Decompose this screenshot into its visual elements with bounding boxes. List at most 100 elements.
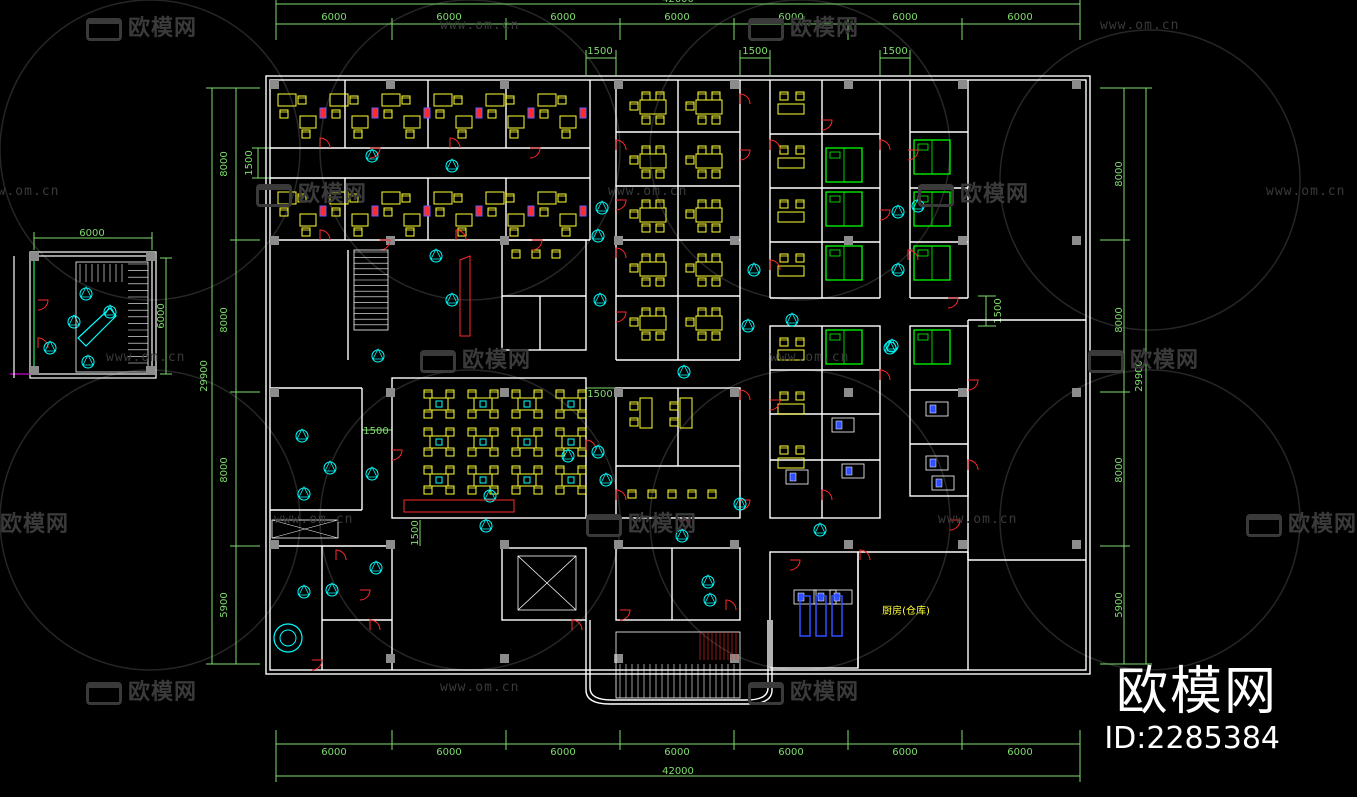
dimension-lines	[33, 0, 1152, 782]
chair	[467, 485, 477, 495]
dim-top-bay-3: 6000	[550, 12, 575, 23]
watermark-url: www.om.cn	[274, 512, 354, 527]
elevation-marker	[429, 249, 443, 263]
door-swing	[821, 489, 833, 501]
chair	[435, 207, 445, 217]
chair	[697, 307, 707, 317]
door-swing	[529, 147, 541, 159]
pillow	[829, 249, 841, 257]
elevation-marker	[365, 467, 379, 481]
watermark-url: www.om.cn	[608, 184, 688, 199]
chair	[511, 427, 521, 437]
door-swing	[391, 449, 403, 461]
chair	[551, 249, 561, 259]
desk	[695, 153, 723, 169]
door-swing	[615, 489, 627, 501]
chair	[331, 109, 341, 119]
fixture-basin	[817, 592, 825, 602]
door-swing	[739, 149, 751, 161]
partition	[799, 595, 811, 637]
partition	[831, 595, 843, 637]
chair	[401, 95, 411, 105]
dim-corridor-1: 1500	[587, 46, 612, 57]
desk	[507, 213, 525, 227]
door-swing	[585, 439, 597, 451]
chair	[641, 91, 651, 101]
elevation-marker-arrow	[814, 522, 826, 534]
fixture-basin	[929, 404, 937, 414]
elevation-marker	[297, 585, 311, 599]
watermark-logo: 欧模网	[1246, 506, 1357, 538]
walls	[265, 75, 1091, 705]
watermark-url: www.om.cn	[938, 512, 1018, 527]
elevation-marker-arrow	[734, 496, 746, 508]
elevation-marker	[599, 473, 613, 487]
chair	[779, 391, 789, 401]
desk	[381, 191, 401, 205]
elevation-marker-arrow	[786, 312, 798, 324]
elevation-marker	[733, 497, 747, 511]
chair	[511, 447, 521, 457]
chair	[457, 129, 467, 139]
desk	[639, 397, 653, 429]
chair	[577, 465, 587, 475]
chair	[655, 145, 665, 155]
chair	[405, 129, 415, 139]
table-center	[567, 400, 575, 408]
dim-right-span-2: 8000	[1114, 307, 1125, 332]
chair	[629, 101, 639, 111]
desk	[485, 93, 505, 107]
chair	[453, 193, 463, 203]
elevation-marker	[885, 339, 899, 353]
table-center	[435, 400, 443, 408]
desk	[329, 93, 349, 107]
desk	[777, 211, 805, 223]
chair	[697, 331, 707, 341]
door-swing	[615, 247, 627, 259]
annex-room	[10, 251, 157, 379]
chair	[697, 253, 707, 263]
chair	[353, 227, 363, 237]
desk	[351, 213, 369, 227]
dim-left-span-2: 8000	[219, 307, 230, 332]
chair	[711, 277, 721, 287]
desk	[403, 213, 421, 227]
door-swing	[619, 609, 631, 621]
chair	[655, 223, 665, 233]
table-center	[523, 400, 531, 408]
elevation-marker	[483, 489, 497, 503]
chair	[467, 447, 477, 457]
chair	[467, 465, 477, 475]
dim-left-span-4: 5900	[219, 592, 230, 617]
chair	[655, 91, 665, 101]
brand-id: ID:2285384	[1104, 721, 1280, 756]
chair	[795, 391, 805, 401]
elevation-marker-arrow	[678, 364, 690, 376]
chair	[577, 447, 587, 457]
chair	[467, 427, 477, 437]
chair	[423, 447, 433, 457]
dimension-text-vertical: 8000 8000 8000 5900 1500 29900 8000 8000…	[156, 150, 1145, 617]
elevation-marker	[677, 365, 691, 379]
chair	[533, 485, 543, 495]
chair	[423, 389, 433, 399]
elevation-marker	[369, 561, 383, 575]
fixture-basin	[935, 478, 943, 488]
fixture-basin	[845, 466, 853, 476]
elevation-marker-arrow	[594, 292, 606, 304]
desk	[777, 265, 805, 277]
desk	[777, 103, 805, 115]
elevation-marker-arrow	[366, 466, 378, 478]
chair	[795, 91, 805, 101]
elevation-marker	[701, 575, 715, 589]
table-center	[435, 438, 443, 446]
door-swing	[455, 229, 467, 241]
chair	[685, 101, 695, 111]
chair	[489, 409, 499, 419]
chair	[555, 427, 565, 437]
door-swing	[947, 297, 959, 309]
elevation-marker-arrow	[676, 528, 688, 540]
chair	[401, 193, 411, 203]
chair	[557, 193, 567, 203]
door-swing	[967, 459, 979, 471]
